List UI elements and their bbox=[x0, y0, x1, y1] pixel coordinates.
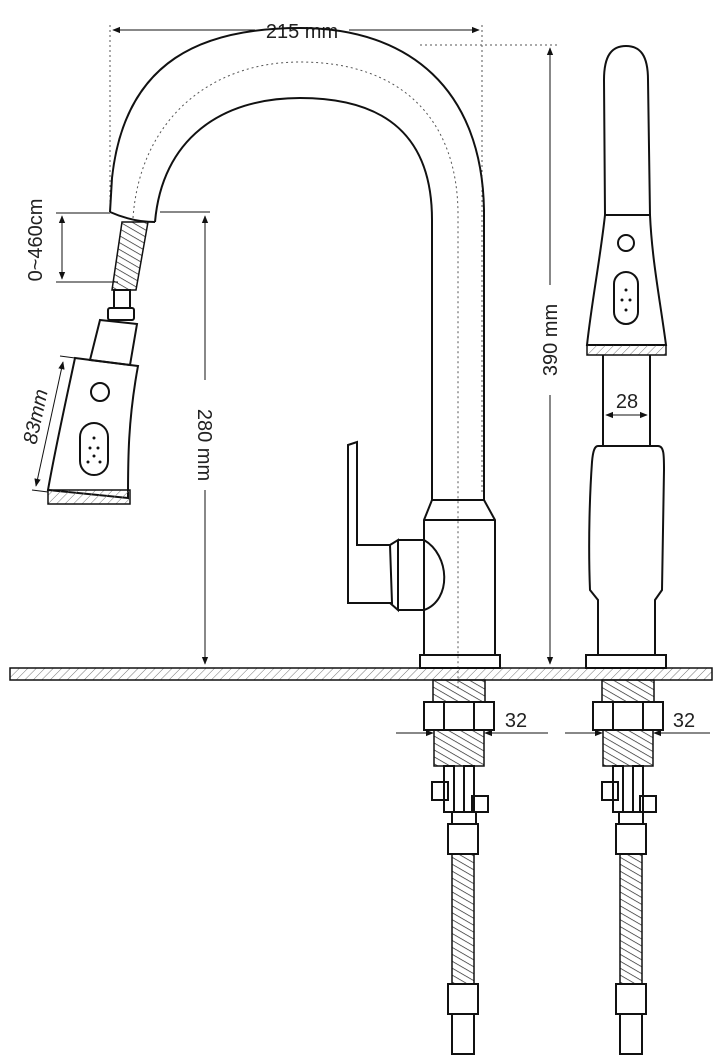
side-sprayer-button-icon bbox=[617, 234, 635, 252]
countertop bbox=[9, 667, 713, 681]
width-label: 215 mm bbox=[266, 21, 338, 43]
faucet-body bbox=[419, 499, 501, 669]
sprayer-dimension: 83mm bbox=[20, 355, 76, 493]
side-view-faucet bbox=[585, 44, 668, 669]
left-shank-label: 32 bbox=[505, 710, 527, 732]
total-height-dimension: 390 mm bbox=[420, 44, 563, 665]
body-width-label: 28 bbox=[616, 391, 638, 413]
pull-out-hose bbox=[107, 221, 149, 321]
hose-dimension: 0~460cm bbox=[25, 199, 118, 283]
spout-height-dimension: 280 mm bbox=[160, 211, 218, 665]
body-width-dimension: 28 bbox=[605, 391, 648, 419]
total-height-label: 390 mm bbox=[540, 304, 562, 376]
lever-handle bbox=[347, 440, 446, 613]
sprayer-head bbox=[46, 318, 140, 505]
spray-mode-icon bbox=[79, 422, 109, 476]
left-shank-dimension: 32 bbox=[396, 710, 548, 737]
width-dimension: 215 mm bbox=[109, 17, 483, 495]
side-spray-mode-icon bbox=[613, 271, 639, 325]
hose-label: 0~460cm bbox=[25, 199, 47, 282]
right-mounting-shank bbox=[592, 679, 664, 1055]
right-shank-dimension: 32 bbox=[565, 710, 710, 737]
gooseneck-spout bbox=[109, 26, 485, 690]
sprayer-label: 83mm bbox=[20, 387, 53, 446]
spout-height-label: 280 mm bbox=[193, 409, 215, 481]
right-shank-label: 32 bbox=[673, 710, 695, 732]
sprayer-button-icon bbox=[90, 382, 110, 402]
left-mounting-shank bbox=[423, 679, 495, 1055]
